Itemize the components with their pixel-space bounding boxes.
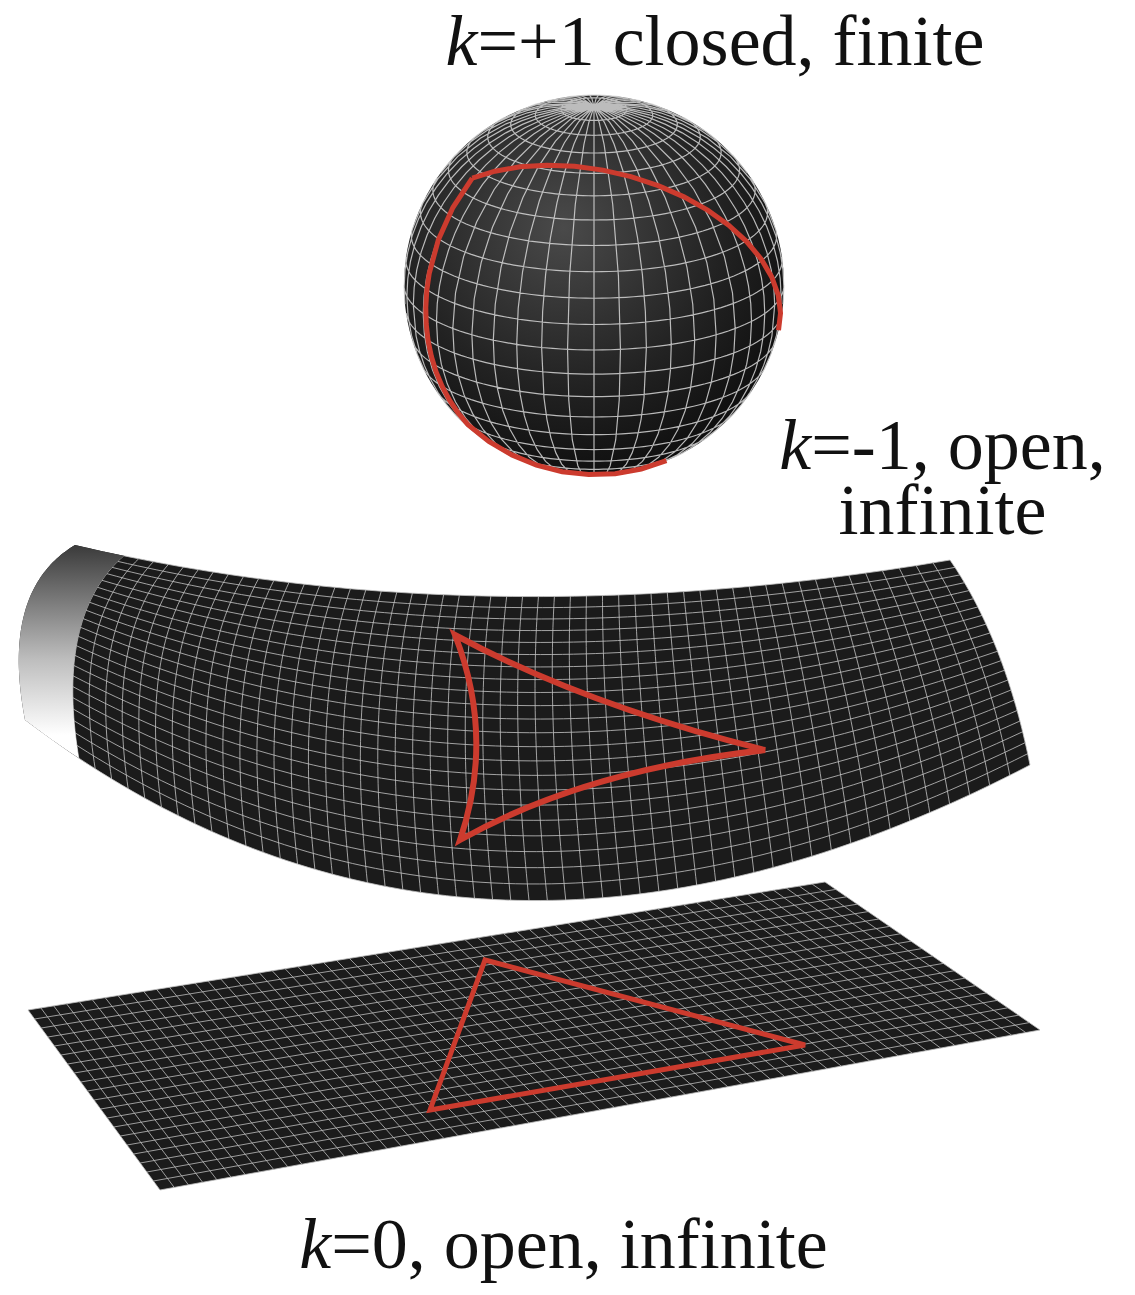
saddle-grid <box>93 595 978 667</box>
saddle-grid <box>75 655 1005 760</box>
saddle-grid <box>106 562 154 779</box>
saddle-grid <box>882 571 949 804</box>
saddle-grid <box>343 590 366 879</box>
flat-plane <box>28 882 1040 1190</box>
plane-grid <box>127 993 986 1145</box>
saddle-grid <box>73 709 1020 836</box>
plane-grid <box>153 1023 1029 1181</box>
saddle-grid <box>866 573 930 813</box>
saddle-grid <box>97 587 973 654</box>
saddle-grid <box>112 567 960 619</box>
saddle-grid <box>86 610 986 692</box>
plane-grid <box>120 986 975 1136</box>
closed-sphere <box>404 95 784 475</box>
saddle-grid <box>849 575 910 821</box>
saddle-grid <box>74 665 1008 775</box>
saddle-body <box>19 545 1030 901</box>
flat-triangle <box>430 960 805 1110</box>
plane-grid <box>35 889 836 1019</box>
saddle-grid <box>124 556 950 597</box>
saddle-grid <box>83 619 990 706</box>
curvature-label: k=+1 closed, finite <box>415 5 1015 77</box>
saddle-grid <box>73 687 1014 805</box>
plane-grid <box>87 949 921 1091</box>
plane-grid <box>160 1030 1040 1190</box>
hyperbolic-triangle <box>455 635 765 840</box>
plane-grid <box>101 963 944 1109</box>
plane-grid <box>114 978 965 1127</box>
sphere-body <box>404 95 784 475</box>
saddle-grid <box>118 561 955 607</box>
saddle-surface <box>19 545 1030 901</box>
plane-grid <box>28 882 825 1010</box>
saddle-grid <box>73 676 1011 790</box>
sphere-grid <box>404 95 784 475</box>
curvature-label: k=-1, open, infinite <box>755 413 1130 543</box>
saddle-grid <box>223 579 259 839</box>
plane-grid <box>61 919 879 1055</box>
curvature-label: k=0, open, infinite <box>0 1208 1131 1280</box>
plane-grid <box>147 1015 1019 1172</box>
saddle-grid <box>79 758 1030 900</box>
saddle-grid <box>90 602 982 679</box>
plane-grid <box>107 971 954 1118</box>
spherical-triangle <box>426 165 781 474</box>
saddle-curl <box>19 545 124 758</box>
saddle-grid <box>832 577 890 828</box>
saddle-grid <box>107 574 965 631</box>
plane-grid <box>41 897 846 1028</box>
saddle-grid <box>78 636 997 732</box>
plane-body <box>28 882 1040 1190</box>
saddle-grid <box>76 646 1001 747</box>
plane-grid <box>134 1000 997 1154</box>
saddle-grid <box>189 574 228 823</box>
saddle-grid <box>89 559 138 769</box>
saddle-grid <box>77 745 1028 884</box>
plane-grid <box>94 956 933 1100</box>
saddle-grid <box>74 721 1023 852</box>
